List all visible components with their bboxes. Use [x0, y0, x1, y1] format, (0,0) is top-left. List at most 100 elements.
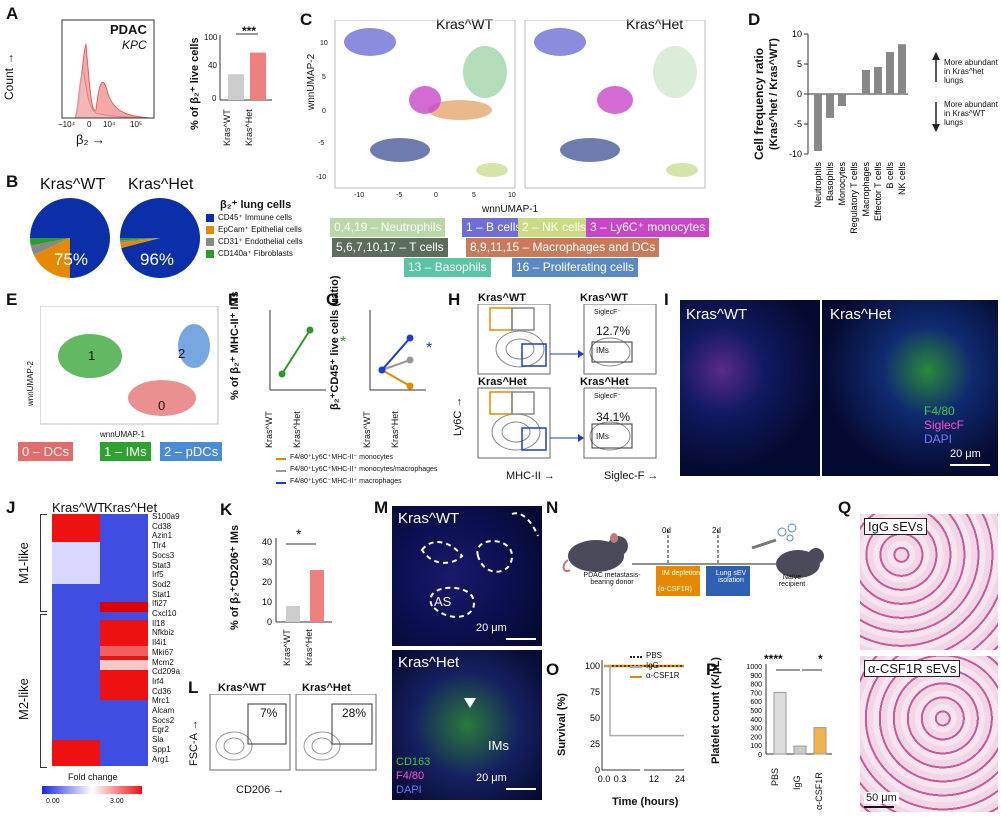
flow-plots-h [477, 304, 657, 459]
micrograph-m-wt [392, 506, 542, 646]
c-xtick: -10 [354, 192, 365, 199]
c-ytick: -5 [318, 140, 325, 147]
e-xlabel: wnnUMAP-1 [100, 430, 145, 439]
i-title: Kras^Het [830, 306, 892, 323]
p-tick-label: 400 [750, 717, 762, 724]
c-ytick: 0 [322, 108, 326, 115]
p-tick-label: 1000 [746, 664, 762, 671]
g-series-line [381, 337, 411, 371]
h-label: Kras^Het [580, 376, 629, 388]
gene-label: Socs2 [152, 715, 175, 725]
pie-slice [120, 238, 160, 241]
gene-label: Il4i1 [152, 638, 167, 648]
panel-label-g: G [326, 290, 340, 309]
h-label: Kras^WT [478, 292, 526, 304]
m-as: AS [434, 594, 452, 609]
p-tick-label: 600 [750, 699, 762, 706]
a-ytick: 40 [208, 61, 217, 70]
gene-label: Stat1 [152, 589, 171, 599]
o-tick-label: 50 [590, 713, 600, 723]
h-pct: 34.1% [596, 410, 631, 424]
d-tick-label: -10 [789, 149, 802, 159]
n-recipient: Naïve recipient [778, 574, 806, 588]
d-category-label: Monocytes [837, 162, 847, 206]
c-legend-chip: 0,4,19 – Neutrophils [330, 218, 446, 237]
bar-p [813, 727, 827, 755]
o-tick-label: 0 [595, 765, 600, 775]
a-xtick: 0 [87, 120, 92, 129]
panel-label-q: Q [838, 498, 852, 517]
d-category-label: B cells [885, 162, 895, 189]
bar-d [886, 52, 894, 94]
c-legend-chip: 13 – Basophils [404, 258, 491, 277]
bar-d [898, 44, 906, 94]
e-legend-chip: 0 – DCs [18, 442, 73, 461]
h-gate: SiglecF⁻ [594, 309, 622, 316]
c-xtick: -5 [396, 192, 403, 199]
bar-k [286, 606, 300, 622]
c-legend-chip: 8,9,11,15 – Macrophages and DCs [466, 238, 660, 257]
c-xtick: 5 [472, 192, 476, 199]
micrograph-i-wt [680, 300, 820, 476]
pie-slice [120, 238, 160, 244]
heatmap-cell [100, 602, 148, 612]
b-pct-het: 96% [140, 250, 175, 269]
bar-p [793, 745, 807, 755]
p-tick-label: 500 [750, 708, 762, 715]
a-group: Kras^Het [244, 109, 254, 146]
b-legend-item: CD45⁺ Immune cells [218, 213, 293, 222]
n-d2: 2d [712, 526, 721, 535]
j-scale-title: Fold change [68, 772, 118, 782]
panel-label-j: J [6, 498, 16, 517]
bracket [40, 614, 47, 768]
g-legend-swatch [276, 470, 286, 472]
d-ylabel: Cell frequency ratio [752, 47, 766, 160]
g-legend-item: F4/80⁺Ly6C⁺MHC-II⁻ monocytes [290, 454, 394, 461]
legend-swatch [206, 214, 214, 222]
a-ytick: 100 [204, 33, 218, 42]
a-sig: *** [242, 24, 257, 38]
g-series-line [381, 359, 411, 371]
p-tick-label: 0 [758, 752, 762, 759]
c-ytick: 5 [322, 74, 326, 81]
panel-label-o: O [546, 660, 560, 679]
bar-d [874, 67, 882, 94]
gene-label: Irf4 [152, 676, 164, 686]
l-pct: 7% [260, 706, 278, 720]
a-ytick: 0 [212, 94, 217, 103]
c-legend-chip: 16 – Proliferating cells [512, 258, 639, 277]
p-group: α-CSF1R [814, 772, 824, 810]
schematic-n [562, 523, 824, 596]
bar-d [814, 94, 822, 151]
gene-label: Ifi27 [152, 599, 168, 609]
k-tick-label: 10 [262, 597, 272, 607]
o-legend-item: PBS [646, 651, 663, 660]
j-title: Kras^Het [104, 500, 158, 515]
l-title: Kras^WT [218, 682, 266, 694]
l-xlabel: CD206 → [236, 784, 285, 796]
d-tick-label: 5 [797, 59, 802, 69]
m-outlines [420, 512, 539, 618]
q-title: IgG sEVs [864, 518, 927, 535]
o-tick-label: 100 [585, 661, 600, 671]
gene-label: Cxcl10 [152, 609, 177, 618]
o-series-line [604, 665, 684, 737]
k-tick-label: 0 [267, 617, 272, 627]
a-xtick: 10⁵ [130, 120, 143, 129]
o-legend-swatch [630, 656, 642, 658]
bar-d [862, 70, 870, 94]
g-legend-item: F4/80⁺Ly6C⁺MHC-II⁺ monocytes/macrophages [290, 466, 438, 473]
j-title: Kras^WT [52, 500, 106, 515]
gene-label: Mcm2 [152, 657, 174, 667]
scale-bar [864, 806, 894, 808]
j-scale-min: 0.00 [46, 798, 60, 805]
o-tick-label: 75 [590, 687, 600, 697]
j-scale-max: 3.00 [110, 798, 124, 805]
k-tick-label: 20 [262, 577, 272, 587]
bar-a-wt [228, 74, 244, 100]
panel-label-h: H [448, 290, 461, 309]
p-sig: **** [764, 652, 783, 666]
pie-slice [30, 238, 70, 256]
gene-label: Nfkbiz [152, 628, 175, 638]
